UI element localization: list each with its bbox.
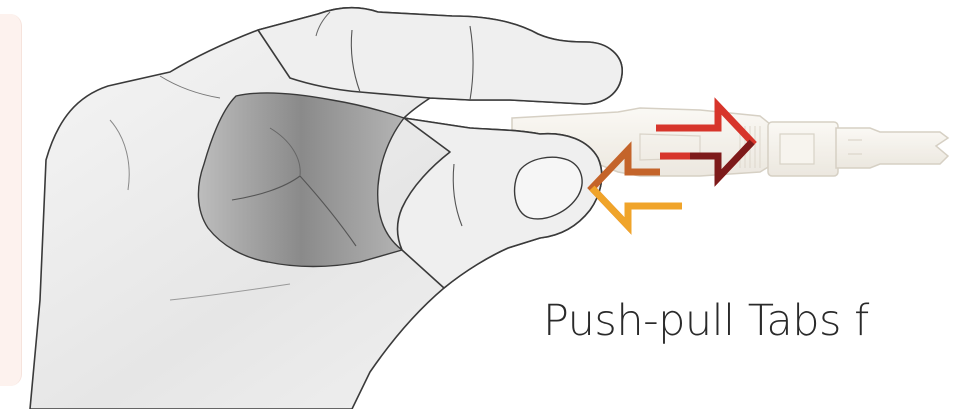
caption-text: Push-pull Tabs f xyxy=(543,300,869,343)
hand-illustration xyxy=(30,8,622,409)
